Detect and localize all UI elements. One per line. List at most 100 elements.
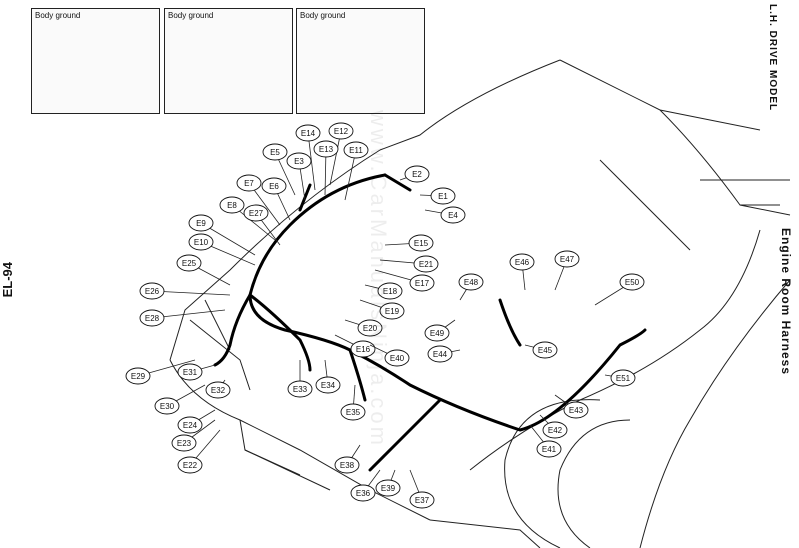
inset-title: Body ground	[300, 11, 346, 20]
connector-bubble	[177, 416, 203, 434]
connector-label: E45	[538, 346, 553, 355]
connector-bubble	[509, 253, 535, 271]
connector-e4: E4	[424, 206, 466, 224]
connector-e41: E41	[529, 424, 562, 458]
connector-bubble	[384, 349, 410, 367]
connector-bubble	[440, 206, 466, 224]
connector-bubble	[350, 484, 376, 502]
connector-e45: E45	[524, 341, 558, 359]
connector-label: E14	[301, 129, 316, 138]
connector-label: E22	[183, 461, 198, 470]
connector-e25: E25	[176, 254, 231, 286]
connector-label: E23	[177, 439, 192, 448]
connector-label: E9	[196, 219, 206, 228]
inset-title: Body ground	[35, 11, 81, 20]
connector-label: E16	[356, 345, 371, 354]
connector-bubble	[313, 140, 339, 158]
connector-e10: E10	[188, 233, 256, 266]
connector-bubble	[357, 319, 383, 337]
connector-e33: E33	[287, 360, 313, 398]
connector-e47: E47	[554, 250, 580, 291]
connector-bubble	[458, 273, 484, 291]
connector-e6: E6	[261, 177, 291, 221]
connector-bubble	[154, 397, 180, 415]
connector-label: E6	[269, 182, 279, 191]
connector-label: E12	[334, 127, 349, 136]
connector-bubble	[139, 309, 165, 327]
connector-e19: E19	[359, 299, 405, 320]
connector-bubble	[404, 165, 430, 183]
connector-label: E37	[415, 496, 430, 505]
connector-e3: E3	[286, 152, 312, 201]
connector-e2: E2	[399, 165, 430, 183]
connector-label: E10	[194, 238, 209, 247]
connector-e39: E39	[375, 469, 401, 497]
connector-e49: E49	[424, 319, 456, 342]
connector-label: E24	[183, 421, 198, 430]
connector-label: E33	[293, 385, 308, 394]
connector-label: E19	[385, 307, 400, 316]
connector-e21: E21	[379, 255, 439, 273]
connector-e36: E36	[350, 469, 381, 502]
connector-bubble	[261, 177, 287, 195]
connector-bubble	[413, 255, 439, 273]
connector-bubble	[343, 141, 369, 159]
connector-bubble	[610, 369, 636, 387]
connector-bubble	[377, 282, 403, 300]
connector-label: E47	[560, 255, 575, 264]
connector-label: E15	[414, 239, 429, 248]
connector-label: E29	[131, 372, 146, 381]
connector-bubble	[536, 440, 562, 458]
connector-bubble	[563, 401, 589, 419]
connector-bubble	[262, 143, 288, 161]
connector-bubble	[205, 381, 231, 399]
connector-bubble	[532, 341, 558, 359]
connector-bubble	[430, 187, 456, 205]
connector-bubble	[188, 214, 214, 232]
connector-label: E39	[381, 484, 396, 493]
connector-bubble	[139, 282, 165, 300]
connector-bubble	[542, 421, 568, 439]
connector-label: E40	[390, 354, 405, 363]
connector-label: E48	[464, 278, 479, 287]
connector-bubble	[176, 254, 202, 272]
connector-label: E49	[430, 329, 445, 338]
connector-e27: E27	[243, 204, 281, 246]
connector-bubble	[315, 376, 341, 394]
connector-bubble	[287, 380, 313, 398]
connector-label: E8	[227, 201, 237, 210]
watermark: www.CarManualsNinja.com	[366, 110, 391, 448]
connector-label: E2	[412, 170, 422, 179]
inset-body-ground-1: Body ground	[31, 8, 160, 114]
connector-bubble	[219, 196, 245, 214]
connector-label: E11	[349, 146, 363, 155]
connector-label: E17	[415, 279, 430, 288]
connector-bubble	[188, 233, 214, 251]
connector-label: E36	[356, 489, 371, 498]
leader-line	[307, 132, 316, 191]
connector-bubble	[334, 456, 360, 474]
connector-e8: E8	[219, 196, 276, 241]
connector-bubble	[408, 234, 434, 252]
connector-label: E3	[294, 157, 304, 166]
connector-e24: E24	[177, 409, 216, 434]
connector-e31: E31	[177, 363, 216, 381]
connector-e14: E14	[295, 124, 321, 191]
connector-e34: E34	[315, 359, 341, 394]
connector-e35: E35	[340, 384, 366, 421]
connector-bubble	[236, 174, 262, 192]
connector-e11: E11	[343, 141, 369, 201]
connector-e46: E46	[509, 253, 535, 291]
connector-e7: E7	[236, 174, 281, 226]
connector-e43: E43	[554, 394, 589, 419]
connector-e30: E30	[154, 384, 206, 415]
connector-e15: E15	[384, 234, 434, 252]
connector-bubble	[375, 479, 401, 497]
connector-bubble	[177, 363, 203, 381]
model-title: L.H. DRIVE MODEL	[767, 4, 778, 112]
connector-e51: E51	[604, 369, 636, 387]
connector-bubble	[409, 274, 435, 292]
connector-bubble	[427, 345, 453, 363]
inset-title: Body ground	[168, 11, 214, 20]
connector-e16: E16	[334, 334, 376, 358]
